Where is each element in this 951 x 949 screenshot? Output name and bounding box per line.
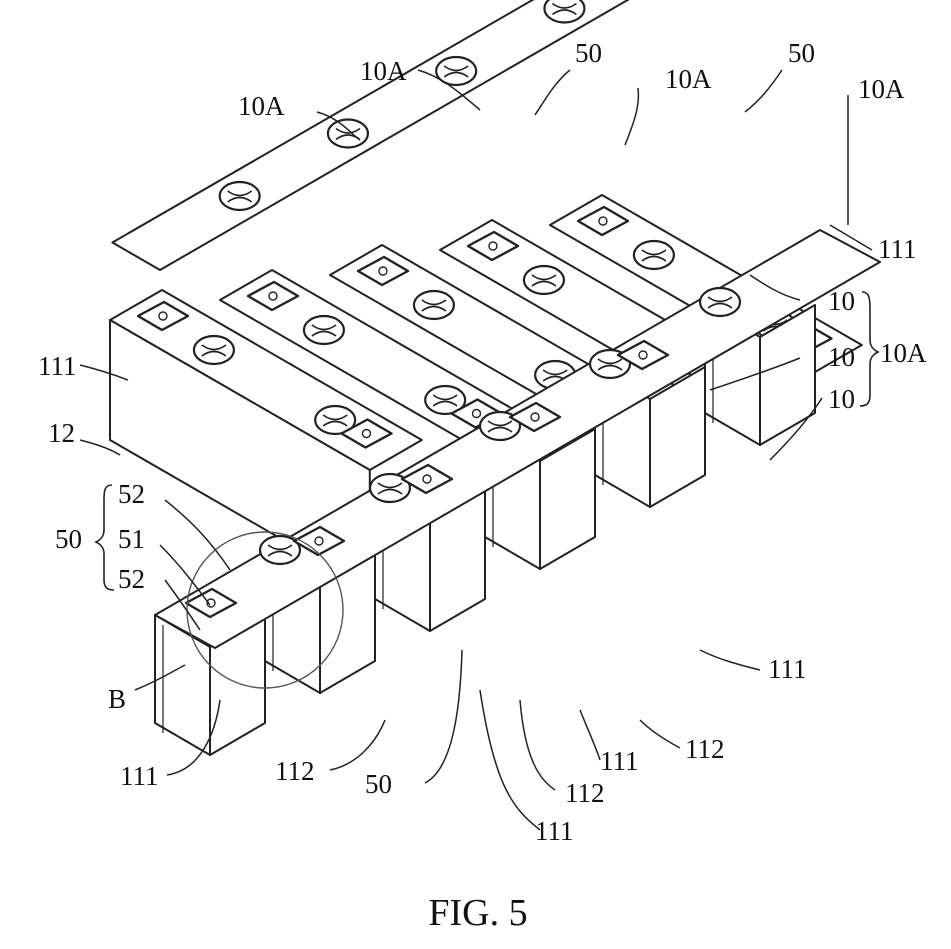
terminal-post (362, 430, 370, 438)
terminal-post (315, 537, 323, 545)
label-10A-brace: 10A (880, 338, 927, 368)
label-50-brace: 50 (55, 524, 82, 554)
battery-module-illustration (110, 0, 880, 755)
label-111-left: 111 (38, 351, 77, 381)
label-51: 51 (118, 524, 145, 554)
label-10A-1: 10A (360, 56, 407, 86)
terminal-post (531, 413, 539, 421)
figure-caption: FIG. 5 (428, 892, 527, 934)
terminal-post (639, 351, 647, 359)
terminal-post (423, 475, 431, 483)
label-111-right-top: 111 (878, 234, 917, 264)
terminal-post (159, 312, 167, 320)
label-10A-2: 10A (238, 91, 285, 121)
label-112-2: 112 (275, 756, 315, 786)
brace-10A (860, 292, 878, 406)
label-B: B (108, 684, 126, 714)
label-111-bottom-right: 111 (768, 654, 807, 684)
label-111-bottom-left: 111 (120, 761, 159, 791)
label-50-bottom: 50 (365, 769, 392, 799)
vent-icon (544, 0, 584, 23)
brace-50 (96, 485, 114, 590)
label-10A-4: 10A (858, 74, 905, 104)
terminal-post (489, 242, 497, 250)
terminal-post (269, 292, 277, 300)
label-112-3: 112 (565, 778, 605, 808)
label-112-1: 112 (685, 734, 725, 764)
label-52-bottom: 52 (118, 564, 145, 594)
label-50-right: 50 (788, 38, 815, 68)
label-50-left: 50 (575, 38, 602, 68)
label-10-1: 10 (828, 286, 855, 316)
terminal-post (599, 217, 607, 225)
label-111-mid: 111 (600, 746, 639, 776)
label-52-top: 52 (118, 479, 145, 509)
label-10-2: 10 (828, 342, 855, 372)
label-10-3: 10 (828, 384, 855, 414)
terminal-post (379, 267, 387, 275)
label-12: 12 (48, 418, 75, 448)
label-10A-3: 10A (665, 64, 712, 94)
terminal-post (472, 410, 480, 418)
label-111-lowest: 111 (535, 816, 574, 846)
